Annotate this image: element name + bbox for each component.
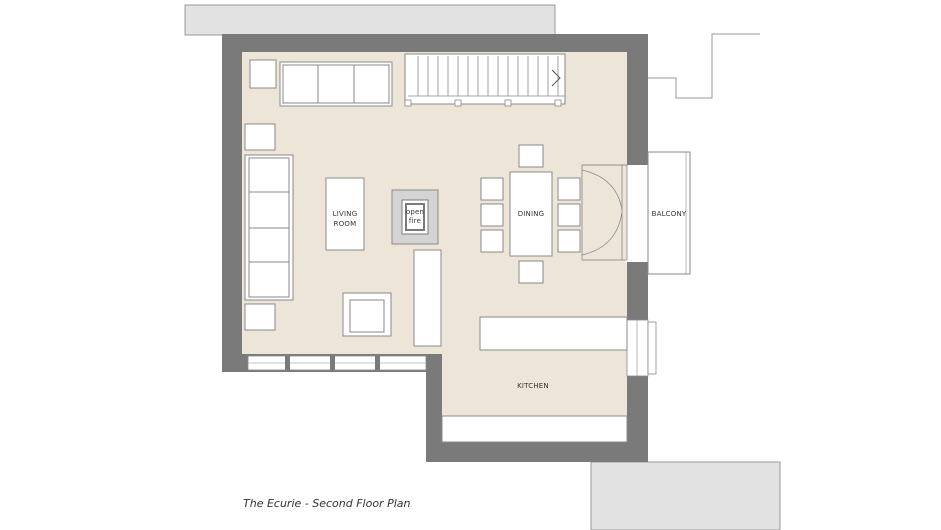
living-furniture: LIVING ROOM — [244, 59, 393, 337]
dining-chair — [480, 177, 504, 201]
neighbour-outline-right — [648, 33, 760, 99]
balcony-door-opening — [625, 165, 650, 262]
kitchen-island — [479, 316, 628, 351]
open-fire: open fire — [391, 189, 439, 245]
balcony-area — [647, 151, 691, 275]
plan-caption: The Ecurie - Second Floor Plan — [243, 497, 411, 510]
open-fire-label-1: open — [406, 208, 424, 216]
side-table-top-left — [249, 59, 277, 89]
window-kitchen-ext — [647, 321, 657, 375]
neighbour-buildings — [184, 4, 781, 530]
balcony: BALCONY — [625, 151, 691, 275]
kitchen: KITCHEN — [479, 316, 628, 390]
dining-chair — [480, 229, 504, 253]
dining-chair — [518, 260, 544, 284]
dining-chair — [518, 144, 544, 168]
sideboard — [413, 249, 442, 347]
balcony-double-door — [581, 164, 628, 261]
coffee-table — [325, 177, 365, 251]
stair-direction-arrow — [551, 69, 561, 87]
dining-chair — [557, 229, 581, 253]
window-kitchen-right — [626, 319, 649, 377]
living-room-label-1: LIVING — [333, 210, 358, 218]
dining-table — [509, 171, 553, 257]
side-table-left-lower — [244, 303, 276, 331]
open-fire-label-2: fire — [409, 217, 421, 225]
kitchen-bottom-counter — [441, 415, 628, 443]
stair-block — [404, 53, 566, 105]
neighbour-block-top — [184, 4, 556, 36]
dining-chair — [557, 177, 581, 201]
staircase — [404, 53, 566, 107]
kitchen-label: KITCHEN — [517, 382, 549, 390]
dining-label: DINING — [518, 210, 545, 218]
dining-chair — [480, 203, 504, 227]
balcony-label: BALCONY — [652, 210, 687, 218]
side-table-left-upper — [244, 123, 276, 151]
neighbour-block-bottom — [590, 461, 781, 530]
dining-chair — [557, 203, 581, 227]
dining-set: DINING — [480, 144, 581, 284]
windows — [247, 319, 657, 377]
living-room-label-2: ROOM — [334, 220, 357, 228]
